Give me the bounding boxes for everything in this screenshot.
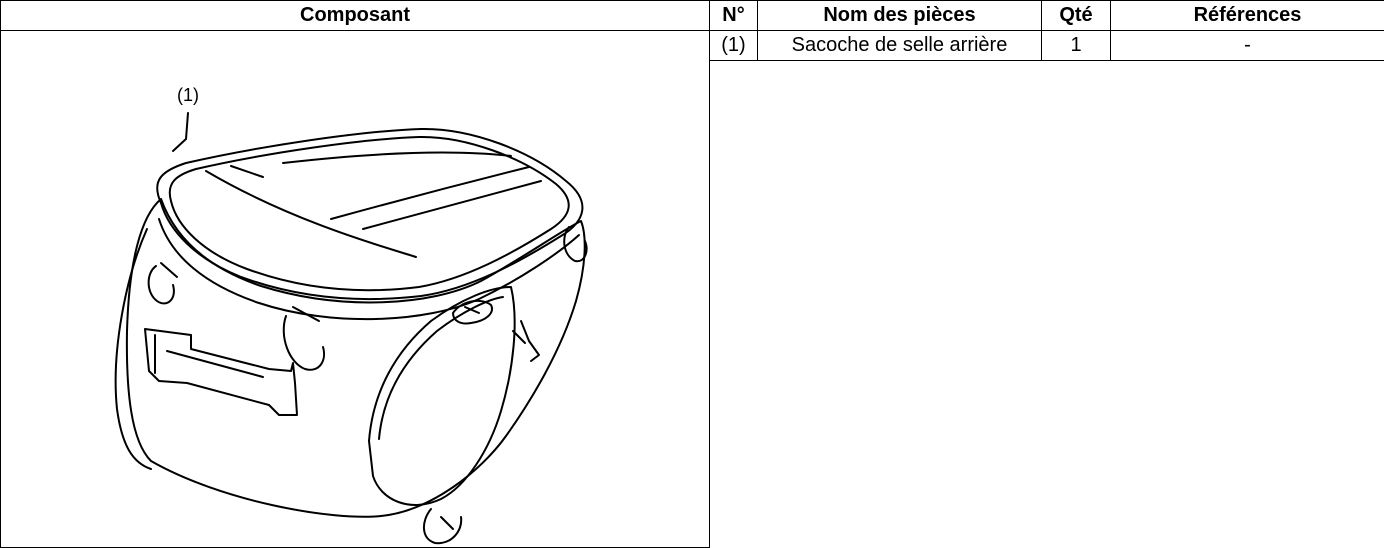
table-row: (1) (1) Sacoche de selle arrière 1 - [0, 30, 1384, 548]
header-part-name: Nom des pièces [757, 0, 1042, 31]
header-quantity: Qté [1041, 0, 1111, 31]
cell-part-name: Sacoche de selle arrière [757, 30, 1042, 61]
empty-area [709, 60, 1384, 548]
cell-number: (1) [709, 30, 758, 61]
header-number: N° [709, 0, 758, 31]
callout-label: (1) [177, 85, 199, 105]
cell-reference: - [1110, 30, 1384, 61]
component-illustration-cell: (1) [0, 30, 710, 548]
empty-row [1, 60, 1384, 548]
header-references: Références [1110, 0, 1384, 31]
header-component: Composant [0, 0, 710, 31]
header-row: Composant N° Nom des pièces Qté Référenc… [0, 0, 1384, 31]
cell-quantity: 1 [1041, 30, 1111, 61]
rear-seat-bag-illustration: (1) [114, 85, 588, 545]
